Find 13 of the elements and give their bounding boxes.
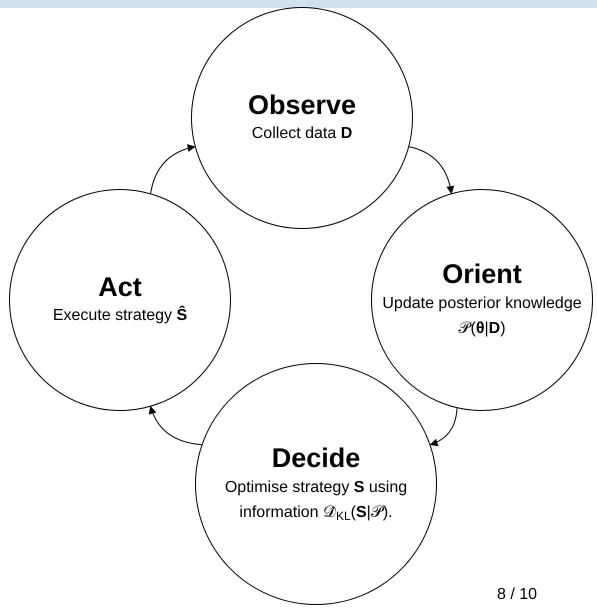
stage-title: Decide	[272, 442, 360, 476]
stage-description: Collect data D	[252, 124, 352, 144]
arrow	[408, 146, 454, 194]
page-number: 8 / 10	[496, 585, 537, 605]
stage-description: Update posterior knowledge 𝒫(θ|D)	[382, 294, 582, 339]
stage-description: Execute strategy Ŝ	[52, 304, 188, 326]
stage-title: Act	[98, 270, 142, 304]
arrow	[149, 406, 202, 446]
stage-title: Observe	[248, 88, 356, 122]
stage-title: Orient	[442, 258, 522, 292]
stage-description: Optimise strategy S using information 𝒟̂$_{KL}$(S|𝒫).	[224, 478, 408, 525]
arrow	[150, 144, 196, 194]
arrow	[430, 408, 458, 446]
